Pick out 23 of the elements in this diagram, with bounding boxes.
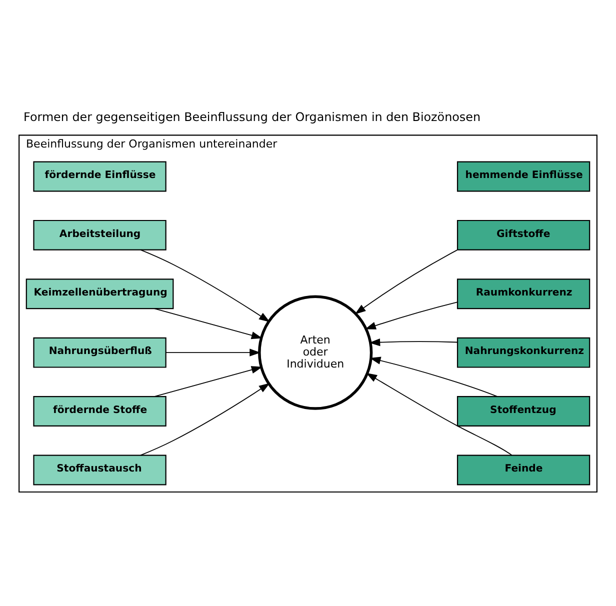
arrow	[354, 249, 458, 314]
node-box: Feinde	[456, 454, 590, 485]
node-box: hemmende Einflüsse	[456, 160, 590, 192]
node-box: Nahrungsüberfluß	[33, 336, 166, 368]
arrow	[364, 301, 458, 329]
arrow	[140, 382, 270, 456]
arrow	[166, 348, 261, 356]
arrow	[370, 356, 498, 397]
node-box: fördernde Einflüsse	[33, 160, 166, 192]
node-box: Stoffaustausch	[33, 454, 166, 485]
node-box: Arbeitsteilung	[33, 219, 166, 250]
node-box: Giftstoffe	[456, 219, 590, 250]
node-box: Raumkonkurrenz	[456, 278, 590, 309]
diagram-title: Formen der gegenseitigen Beeinflussung der Organismen in den Biozönosen	[24, 109, 481, 124]
node-box: fördernde Stoffe	[33, 396, 166, 426]
node-box: Stoffentzug	[456, 396, 590, 426]
arrow	[369, 338, 458, 346]
node-box: Keimzellenübertragung	[26, 278, 174, 309]
node-box: Nahrungskonkurrenz	[456, 336, 590, 368]
arrow	[154, 308, 262, 339]
arrow	[366, 372, 512, 456]
arrow	[140, 249, 270, 322]
arrow	[154, 366, 262, 396]
